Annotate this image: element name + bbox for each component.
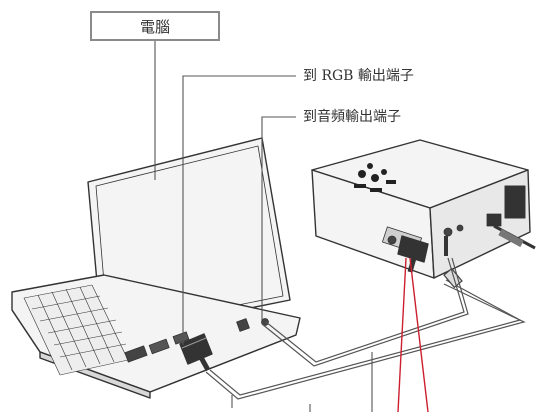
laptop-illustration xyxy=(11,137,301,399)
control-panel-icon xyxy=(354,163,396,192)
power-inlet xyxy=(486,213,502,227)
projector-illustration xyxy=(311,139,536,279)
audio-output-label: 到音頻輸出端子 xyxy=(303,109,401,125)
audio-port-laptop xyxy=(261,318,269,326)
red-pointer-lines xyxy=(397,257,429,412)
audio-cable xyxy=(265,257,465,363)
computer-label: 電腦 xyxy=(139,17,170,36)
leader-lines xyxy=(154,41,373,412)
vent-grille xyxy=(504,185,526,219)
rgb-cable xyxy=(209,279,522,396)
rgb-output-label: 到 RGB 輸出端子 xyxy=(303,68,414,84)
rgb-cable-plug-laptop xyxy=(179,333,213,372)
computer-label-box: 電腦 xyxy=(90,11,220,41)
vga-port-laptop xyxy=(124,345,148,363)
keyboard-icon xyxy=(23,284,129,376)
cables xyxy=(205,257,526,400)
